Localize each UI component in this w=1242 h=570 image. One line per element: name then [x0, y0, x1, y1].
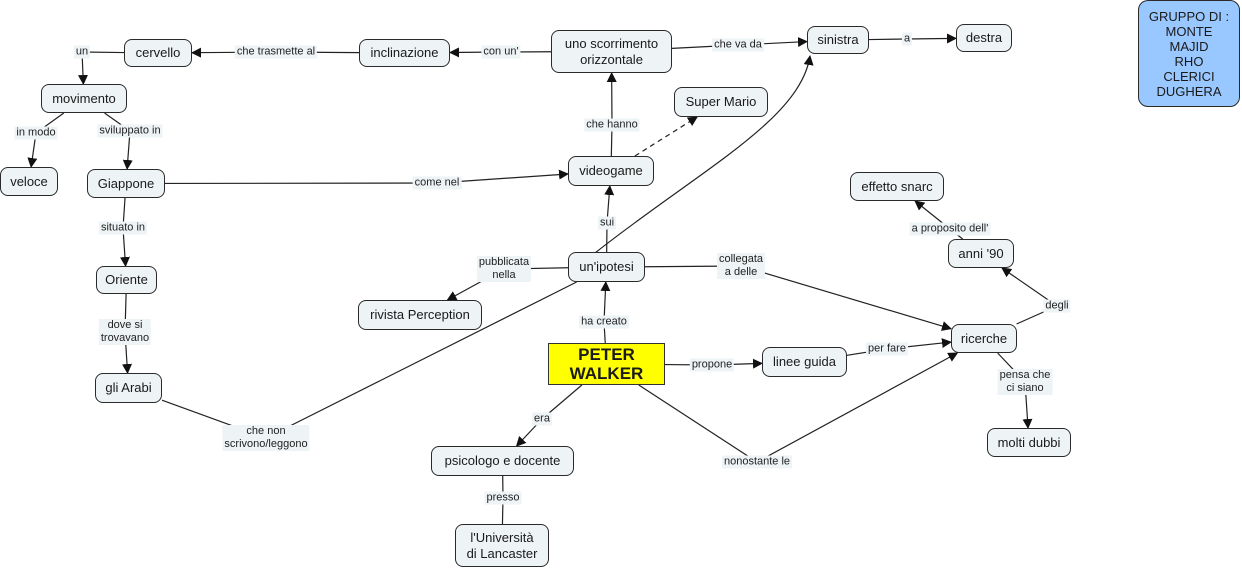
concept-node-peter[interactable]: PETER WALKER — [548, 343, 665, 385]
concept-node-arabi[interactable]: gli Arabi — [95, 373, 162, 403]
link-label: situato in — [98, 221, 148, 235]
concept-node-gruppo[interactable]: GRUPPO DI : MONTE MAJID RHO CLERICI DUGH… — [1138, 0, 1240, 107]
link-label: per fare — [866, 342, 908, 356]
link-label: pensa che ci siano — [997, 369, 1053, 395]
concept-node-ricerche[interactable]: ricerche — [951, 324, 1017, 353]
link-peter-to-ricerche — [638, 352, 959, 463]
link-label: degli — [1043, 299, 1071, 313]
link-label: un — [73, 45, 91, 59]
link-label: ha creato — [579, 315, 629, 329]
link-sinistra-to-destra — [868, 33, 957, 44]
concept-node-oriente[interactable]: Oriente — [96, 266, 157, 294]
concept-node-effetto[interactable]: effetto snarc — [850, 172, 944, 201]
link-movimento-to-giappone — [104, 112, 133, 170]
concept-node-psicologo[interactable]: psicologo e docente — [431, 446, 574, 476]
link-movimento-to-veloce — [27, 112, 65, 168]
link-label: dove si trovavano — [98, 319, 152, 345]
link-line — [756, 352, 959, 463]
link-label: che hanno — [584, 118, 640, 132]
link-label: che va da — [712, 38, 764, 52]
link-label: a — [901, 32, 913, 46]
link-ipotesi-to-ricerche — [644, 265, 952, 331]
link-label: come nel — [412, 176, 462, 190]
link-line — [634, 116, 698, 157]
link-label: nonostante le — [721, 455, 793, 469]
link-label: propone — [689, 358, 735, 372]
concept-node-perception[interactable]: rivista Perception — [358, 300, 482, 330]
link-label: che trasmette al — [234, 45, 318, 59]
link-label: pubblicata nella — [476, 256, 532, 282]
link-label: era — [532, 412, 552, 426]
concept-node-dubbi[interactable]: molti dubbi — [987, 428, 1071, 457]
link-label: con un' — [481, 45, 521, 59]
concept-node-supermario[interactable]: Super Mario — [674, 87, 768, 117]
concept-node-giappone[interactable]: Giappone — [87, 169, 165, 198]
link-line — [594, 55, 814, 254]
concept-node-destra[interactable]: destra — [956, 24, 1012, 52]
link-videogame-to-supermario — [634, 116, 698, 157]
link-giappone-to-videogame — [164, 169, 569, 185]
concept-node-movimento[interactable]: movimento — [41, 84, 127, 113]
link-line — [740, 265, 952, 331]
link-videogame-to-scorrimento — [606, 72, 617, 157]
link-line — [600, 281, 611, 323]
link-label: presso — [484, 491, 522, 505]
concept-node-sinistra[interactable]: sinistra — [807, 26, 869, 54]
concept-node-ipotesi[interactable]: un'ipotesi — [568, 252, 645, 282]
link-label: sviluppato in — [97, 124, 163, 138]
link-line — [638, 384, 758, 463]
link-line — [906, 33, 957, 44]
link-label: sui — [597, 216, 617, 230]
link-line — [868, 38, 908, 41]
concept-node-scorrimento[interactable]: uno scorrimento orizzontale — [551, 30, 672, 73]
link-label: in modo — [14, 126, 58, 140]
link-label: a proposito dell' — [909, 222, 991, 236]
link-label: che non scrivono/leggono — [222, 425, 310, 451]
concept-node-lancaster[interactable]: l'Università di Lancaster — [455, 524, 549, 567]
link-peter-to-ipotesi — [600, 281, 611, 344]
concept-node-cervello[interactable]: cervello — [124, 39, 192, 67]
concept-node-veloce[interactable]: veloce — [0, 167, 58, 196]
concept-node-videogame[interactable]: videogame — [568, 156, 654, 186]
link-ricerche-to-anni90 — [1001, 267, 1058, 325]
concept-node-inclinazione[interactable]: inclinazione — [359, 39, 450, 67]
link-ipotesi-to-sinistra — [594, 55, 814, 254]
concept-node-anni90[interactable]: anni '90 — [948, 239, 1014, 268]
link-label: collegata a delle — [716, 253, 766, 279]
concept-node-linee[interactable]: linee guida — [762, 347, 847, 377]
link-line — [265, 281, 577, 439]
